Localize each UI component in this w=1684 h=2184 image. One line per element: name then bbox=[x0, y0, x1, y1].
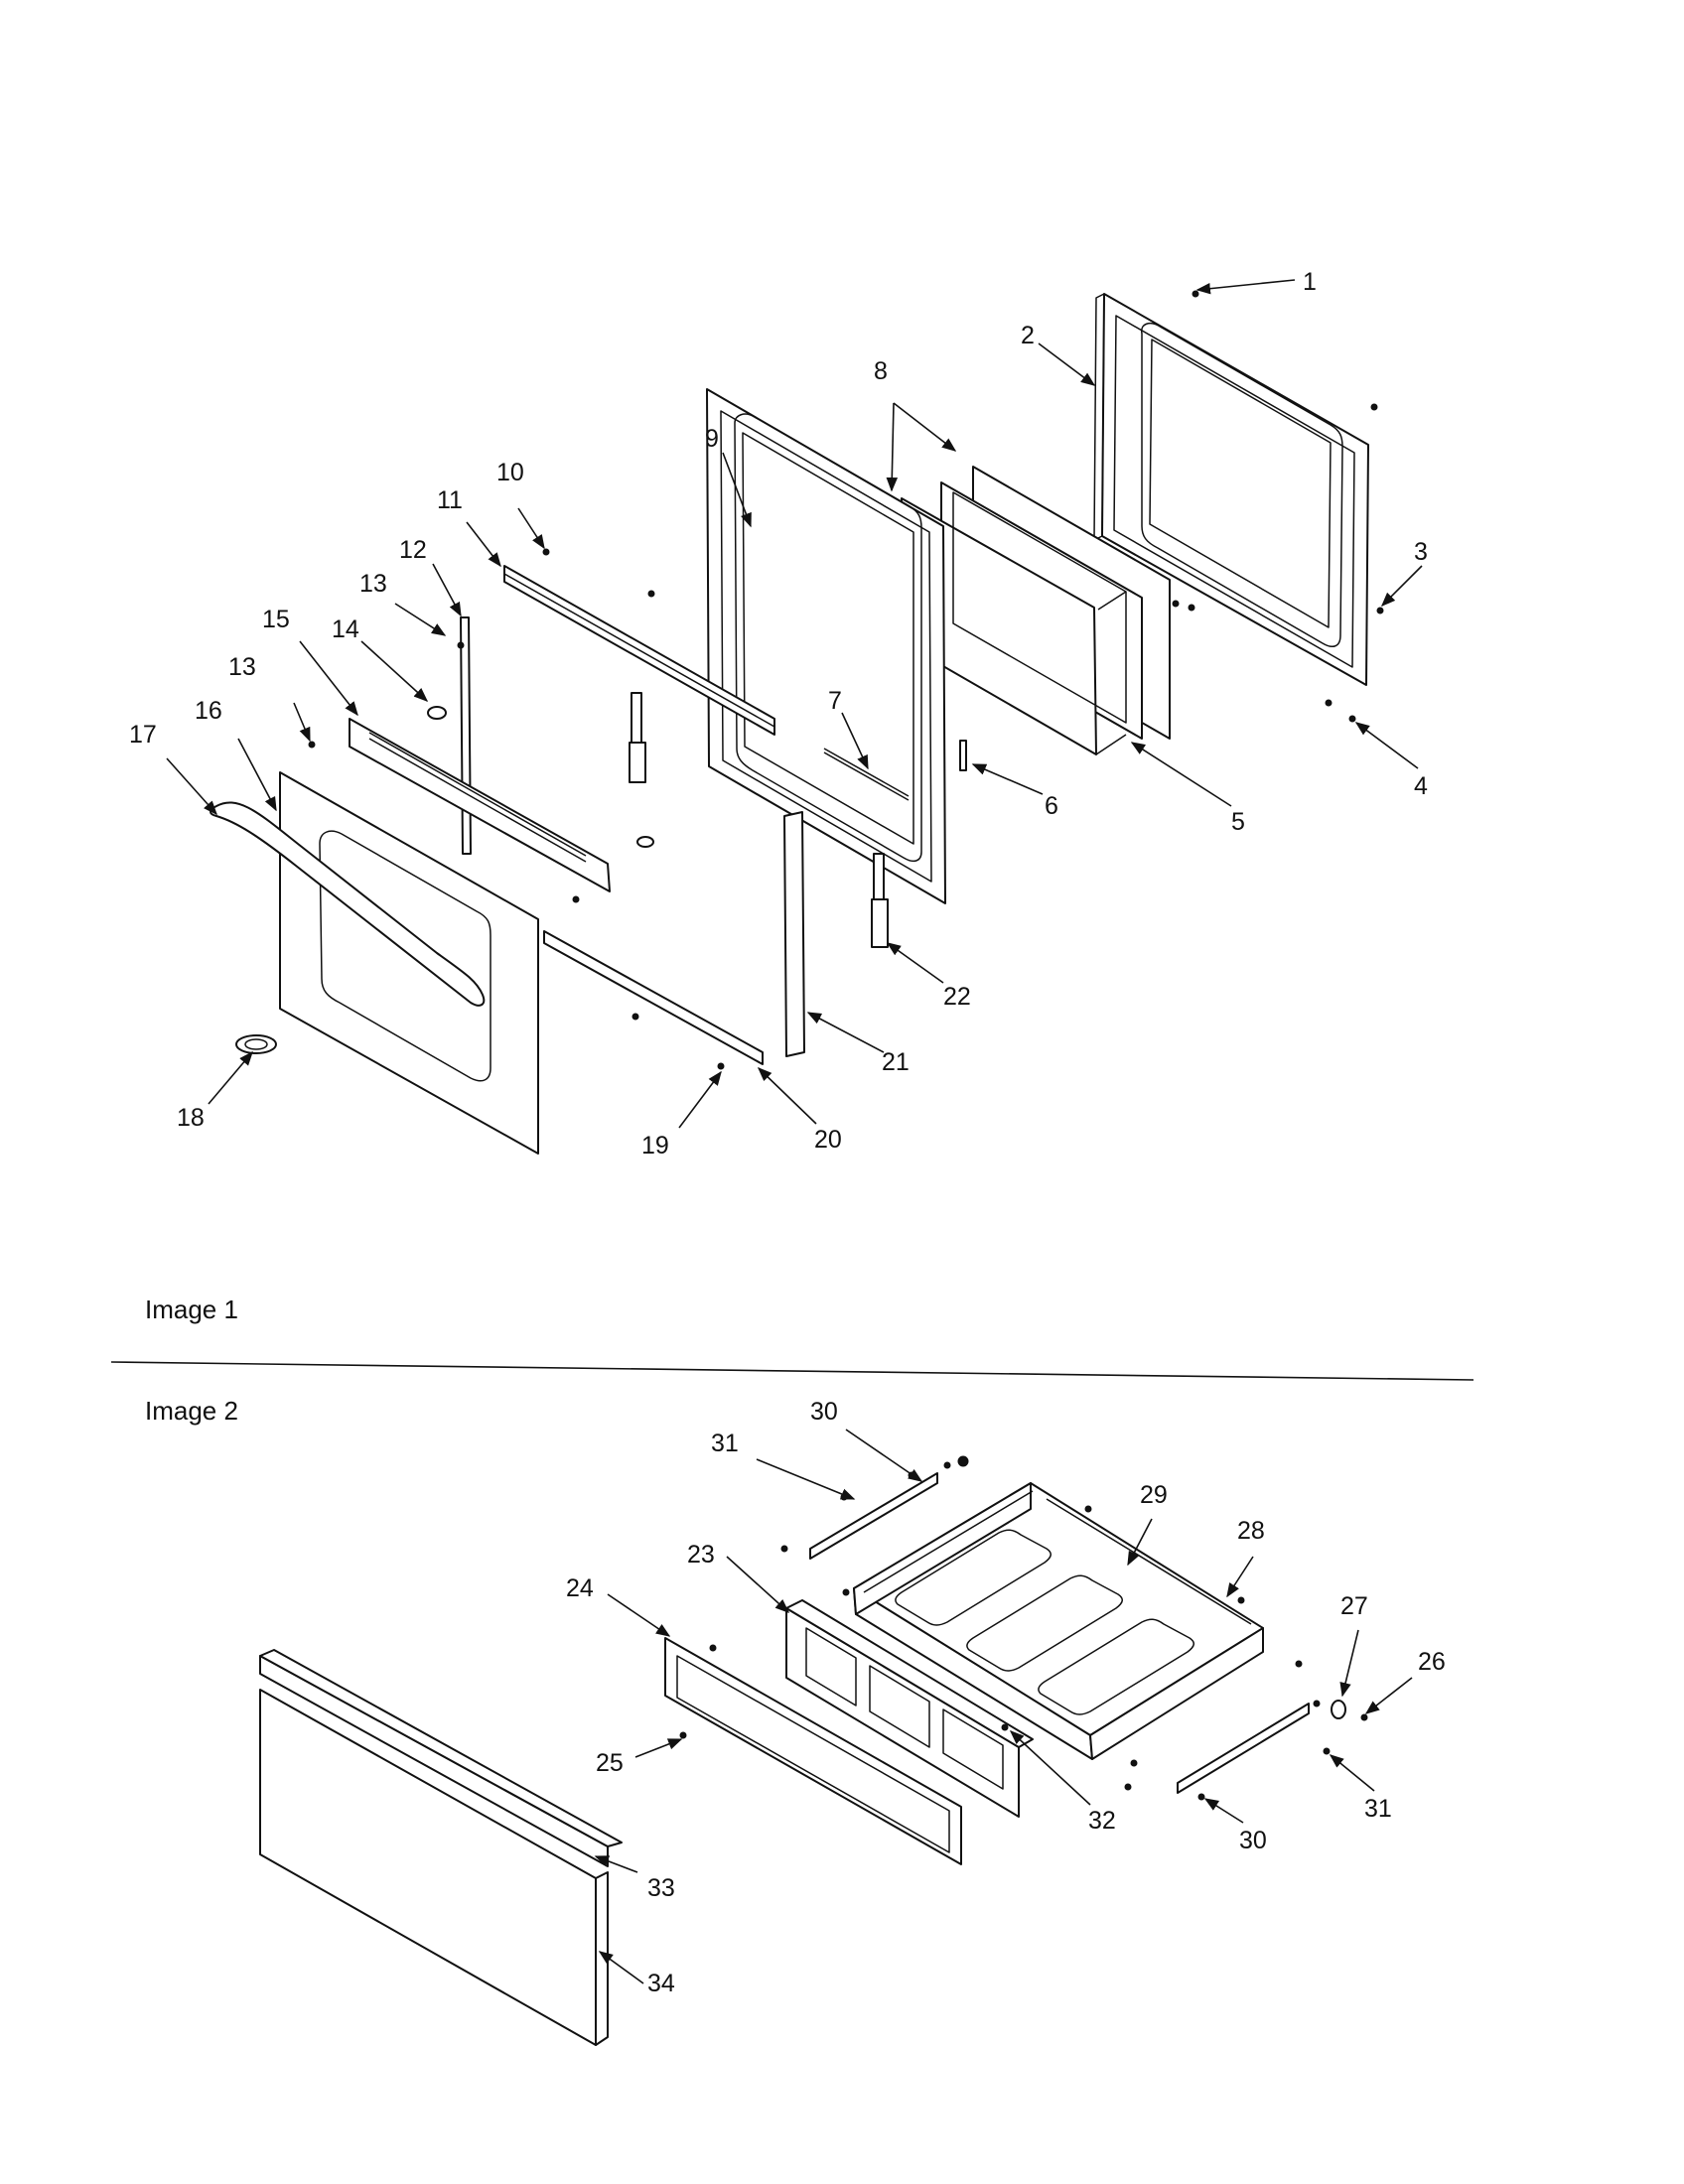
image1-label: Image 1 bbox=[145, 1295, 238, 1324]
part-9-door-frame bbox=[706, 388, 946, 904]
callout-10: 10 bbox=[496, 459, 524, 486]
callout-33: 33 bbox=[647, 1874, 675, 1902]
callout-22: 22 bbox=[943, 983, 971, 1011]
image2-callouts: 31 30 29 28 27 26 31 30 32 23 24 25 33 3… bbox=[566, 1398, 1446, 1997]
callout-25: 25 bbox=[596, 1749, 624, 1777]
part-6-clip bbox=[959, 740, 967, 771]
part-5-glass-frame bbox=[952, 491, 1127, 755]
callout-11: 11 bbox=[437, 486, 463, 514]
part-22-hinges bbox=[629, 692, 889, 948]
callout-19: 19 bbox=[641, 1132, 669, 1160]
part-8-insulation-glass bbox=[901, 466, 1171, 755]
part-27-roller bbox=[1331, 1700, 1346, 1719]
callout-20: 20 bbox=[814, 1126, 842, 1154]
callout-16: 16 bbox=[195, 697, 222, 725]
callout-30-lower: 30 bbox=[1239, 1827, 1267, 1854]
callout-5: 5 bbox=[1231, 808, 1245, 836]
callout-27: 27 bbox=[1340, 1592, 1368, 1620]
callout-9: 9 bbox=[705, 425, 719, 453]
part-15-vent-bracket bbox=[349, 718, 611, 892]
callout-8: 8 bbox=[874, 357, 888, 385]
part-33-top-trim bbox=[259, 1649, 623, 1867]
callout-15: 15 bbox=[262, 606, 290, 633]
part-16-outer-door-panel bbox=[279, 771, 539, 1155]
section-divider bbox=[110, 1361, 1474, 1381]
callout-14: 14 bbox=[332, 615, 359, 643]
callout-34: 34 bbox=[647, 1970, 675, 1997]
callout-31-upper: 31 bbox=[711, 1430, 739, 1457]
callout-23: 23 bbox=[687, 1541, 715, 1569]
callout-30-upper: 30 bbox=[810, 1398, 838, 1426]
part-18-knob bbox=[235, 1034, 277, 1054]
callout-31-lower: 31 bbox=[1364, 1795, 1392, 1823]
part-7-seal-strip bbox=[823, 748, 910, 801]
callout-7: 7 bbox=[828, 687, 842, 715]
part-14-bumper bbox=[427, 706, 447, 720]
callout-1: 1 bbox=[1303, 268, 1317, 296]
callout-28: 28 bbox=[1237, 1517, 1265, 1545]
callout-18: 18 bbox=[177, 1104, 205, 1132]
part-24-drawer-panel bbox=[664, 1637, 962, 1865]
callout-26: 26 bbox=[1418, 1648, 1446, 1676]
part-17-handle bbox=[210, 801, 486, 1007]
part-30-slide-rails bbox=[809, 1472, 1310, 1794]
part-34-drawer-front-panel bbox=[259, 1689, 609, 2046]
image2-leaders bbox=[594, 1429, 1413, 1984]
part-29-drawer-pan bbox=[853, 1482, 1264, 1760]
callout-21: 21 bbox=[882, 1048, 910, 1076]
callout-13-lower: 13 bbox=[228, 653, 256, 681]
callout-29: 29 bbox=[1140, 1481, 1168, 1509]
callout-2: 2 bbox=[1021, 322, 1035, 349]
image1-fasteners bbox=[308, 290, 1384, 1070]
image1-callouts: 1 2 3 4 5 6 7 8 9 10 11 12 13 14 15 13 1… bbox=[129, 268, 1428, 1160]
callout-32: 32 bbox=[1088, 1807, 1116, 1835]
part-11-top-trim bbox=[503, 565, 775, 736]
part-12-side-rail bbox=[460, 616, 472, 855]
callout-3: 3 bbox=[1414, 538, 1428, 566]
part-2-inner-door-liner bbox=[1093, 293, 1369, 686]
callout-17: 17 bbox=[129, 721, 157, 749]
callout-12: 12 bbox=[399, 536, 427, 564]
image2-label: Image 2 bbox=[145, 1396, 238, 1426]
image1-leaders bbox=[166, 279, 1423, 1129]
callout-13-upper: 13 bbox=[359, 570, 387, 598]
callout-4: 4 bbox=[1414, 772, 1428, 800]
callout-24: 24 bbox=[566, 1574, 594, 1602]
part-20-bottom-rail bbox=[543, 930, 764, 1065]
part-21-channel bbox=[783, 811, 805, 1057]
callout-6: 6 bbox=[1045, 792, 1058, 820]
part-23-drawer-front-frame bbox=[785, 1599, 1034, 1818]
